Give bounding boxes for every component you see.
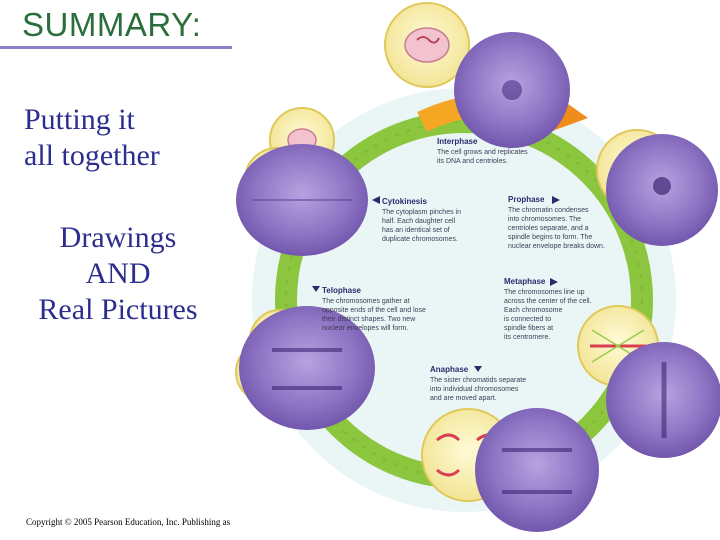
svg-text:Interphase: Interphase: [437, 137, 478, 146]
svg-text:Prophase: Prophase: [508, 195, 545, 204]
svg-text:spindle fibers at: spindle fibers at: [504, 325, 553, 332]
svg-text:its centromere.: its centromere.: [504, 334, 550, 341]
title-underline: [0, 46, 236, 49]
svg-text:into chromosomes. The: into chromosomes. The: [508, 216, 581, 223]
subtitle-line-2: all together: [24, 139, 160, 172]
svg-text:is connected to: is connected to: [504, 316, 551, 323]
drawings-line-2: AND: [85, 257, 151, 290]
metaphase-label: Metaphase The chromosomes line up across…: [504, 277, 592, 341]
svg-text:across the center of the cell.: across the center of the cell.: [504, 298, 592, 305]
slide-title: SUMMARY:: [22, 6, 202, 43]
prophase-label: Prophase The chromatin condenses into ch…: [508, 195, 605, 250]
telophase-micrograph: [239, 306, 375, 430]
svg-text:its DNA and centrioles.: its DNA and centrioles.: [437, 158, 508, 165]
subtitle-line-1: Putting it: [24, 103, 135, 136]
svg-text:into individual chromosomes: into individual chromosomes: [430, 386, 519, 393]
svg-text:Each chromosome: Each chromosome: [504, 307, 562, 314]
drawings-line-3: Real Pictures: [38, 293, 198, 326]
interphase-label: Interphase The cell grows and replicates…: [437, 137, 528, 165]
svg-text:The chromatin condenses: The chromatin condenses: [508, 207, 589, 214]
svg-text:Anaphase: Anaphase: [430, 365, 469, 374]
svg-text:The cytoplasm pinches in: The cytoplasm pinches in: [382, 209, 461, 216]
svg-text:spindle begins to form. The: spindle begins to form. The: [508, 234, 592, 241]
subtitle: Putting it all together: [24, 102, 160, 174]
svg-text:The chromosomes line up: The chromosomes line up: [504, 289, 585, 296]
anaphase-label: Anaphase The sister chromatids separate …: [430, 365, 526, 402]
svg-text:half. Each daughter cell: half. Each daughter cell: [382, 218, 456, 225]
telophase-label: Telophase The chromosomes gather at oppo…: [312, 286, 426, 332]
cytokinesis-label: Cytokinesis The cytoplasm pinches in hal…: [372, 196, 461, 243]
svg-text:The sister chromatids separate: The sister chromatids separate: [430, 377, 526, 384]
svg-text:has an identical set of: has an identical set of: [382, 227, 450, 234]
svg-text:Telophase: Telophase: [322, 286, 362, 295]
svg-text:opposite ends of the cell and: opposite ends of the cell and lose: [322, 307, 426, 314]
svg-text:Metaphase: Metaphase: [504, 277, 546, 286]
anaphase-micrograph: [475, 408, 599, 532]
svg-text:The chromosomes gather at: The chromosomes gather at: [322, 298, 410, 305]
svg-text:duplicate chromosomes.: duplicate chromosomes.: [382, 236, 458, 243]
svg-text:Cytokinesis: Cytokinesis: [382, 197, 427, 206]
svg-text:and are moved apart.: and are moved apart.: [430, 395, 497, 402]
svg-text:centrioles separate, and a: centrioles separate, and a: [508, 225, 589, 232]
svg-text:nuclear envelope breaks down.: nuclear envelope breaks down.: [508, 243, 605, 250]
copyright-notice: Copyright © 2005 Pearson Education, Inc.…: [26, 517, 234, 527]
drawings-caption: Drawings AND Real Pictures: [10, 220, 226, 328]
svg-text:their distinct shapes. Two new: their distinct shapes. Two new: [322, 316, 416, 323]
svg-text:The cell grows and replicates: The cell grows and replicates: [437, 149, 528, 156]
cell-cycle-figure: ✕ʎ Interphase The cell grows and replica…: [232, 0, 720, 540]
svg-text:nuclear envelopes will form.: nuclear envelopes will form.: [322, 325, 408, 332]
drawings-line-1: Drawings: [59, 221, 177, 254]
